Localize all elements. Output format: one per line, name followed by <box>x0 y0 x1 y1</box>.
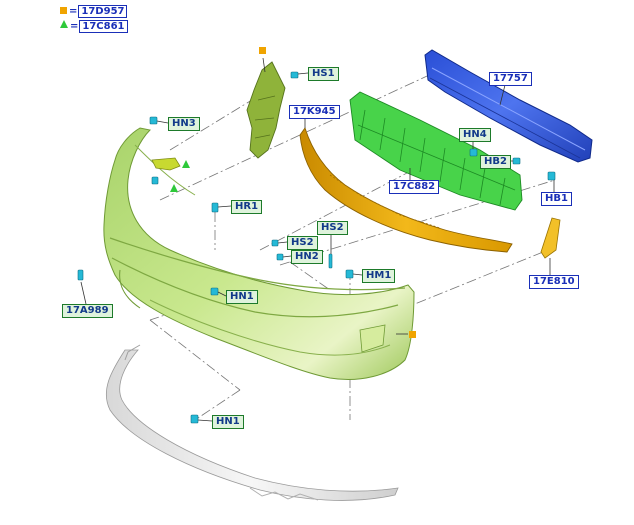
square-legend-icon <box>60 7 67 14</box>
side-trim-piece <box>540 217 561 259</box>
callout-hn1-upper[interactable]: HN1 <box>226 290 258 304</box>
callout-hb1[interactable]: HB1 <box>541 192 572 206</box>
callout-hn2[interactable]: HN2 <box>291 250 323 264</box>
bumper-cover <box>103 127 415 380</box>
square-marker <box>409 331 416 338</box>
callout-17k945[interactable]: 17K945 <box>289 105 340 119</box>
callout-17757[interactable]: 17757 <box>489 72 532 86</box>
callout-17c882[interactable]: 17C882 <box>389 180 440 194</box>
triangle-marker <box>170 184 178 192</box>
callout-hm1[interactable]: HM1 <box>362 269 396 283</box>
square-marker <box>259 47 266 54</box>
callout-hs1[interactable]: HS1 <box>308 67 339 81</box>
energy-absorber <box>299 127 513 253</box>
callout-hr1[interactable]: HR1 <box>231 200 263 214</box>
side-bracket <box>246 61 286 159</box>
lower-lip-spoiler <box>105 344 399 501</box>
legend-code-17c861[interactable]: 17C861 <box>79 20 128 33</box>
callout-hs2-left[interactable]: HS2 <box>287 236 318 250</box>
small-bracket <box>151 157 181 171</box>
callout-17a989[interactable]: 17A989 <box>62 304 113 318</box>
legend-code-17d957[interactable]: 17D957 <box>78 5 128 18</box>
callout-hn1-lower[interactable]: HN1 <box>212 415 244 429</box>
callout-hn3[interactable]: HN3 <box>168 117 200 131</box>
callout-hn4[interactable]: HN4 <box>459 128 491 142</box>
triangle-legend-icon <box>60 20 68 28</box>
callout-hb2[interactable]: HB2 <box>480 155 511 169</box>
callout-hs2-top[interactable]: HS2 <box>317 221 348 235</box>
fasteners <box>77 71 556 424</box>
legend-item-triangle: =17C861 <box>60 20 128 33</box>
bumper-beam <box>424 49 593 163</box>
triangle-marker <box>182 160 190 168</box>
legend-item-square: =17D957 <box>60 5 128 18</box>
callout-17e810[interactable]: 17E810 <box>529 275 579 289</box>
lattice-absorber <box>349 91 523 211</box>
